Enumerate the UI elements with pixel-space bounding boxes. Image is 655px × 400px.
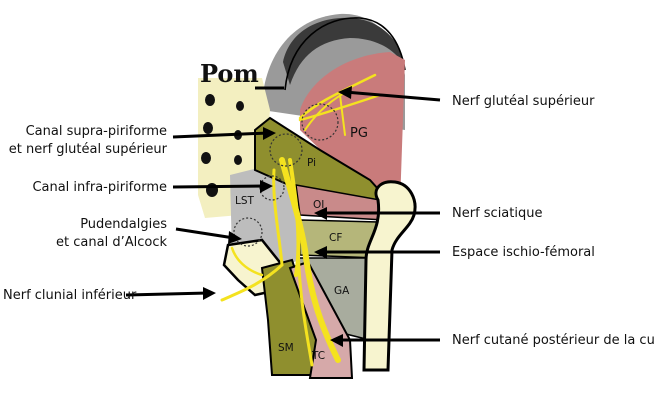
label-nerf-sciatique: Nerf sciatique — [452, 206, 542, 221]
gluteus-region-pg — [300, 52, 405, 205]
iliac-outline — [284, 17, 406, 91]
nerve-paths — [220, 73, 382, 367]
label-pudendalgies-line1: Pudendalgies — [80, 217, 167, 232]
pointer-arrows — [125, 86, 441, 347]
dotted-circles — [233, 103, 339, 247]
label-nerf-gluteal-superieur: Nerf glutéal supérieur — [452, 94, 595, 109]
label-ga: GA — [334, 285, 350, 297]
label-canal-supra-line1: Canal supra-piriforme — [26, 124, 167, 139]
label-nerf-cutane-posterieur: Nerf cutané postérieur de la cuisse — [452, 333, 655, 348]
label-cf: CF — [329, 232, 342, 244]
label-pudendalgies-line2: et canal d’Alcock — [56, 235, 167, 250]
label-tc: TC — [311, 350, 325, 362]
label-nerf-clunial-inferieur: Nerf clunial inférieur — [3, 288, 137, 303]
label-espace-ischio-femoral: Espace ischio-fémoral — [452, 245, 595, 260]
handwritten-annotation: Pom — [200, 59, 259, 88]
label-sm: SM — [278, 342, 294, 354]
label-canal-supra-line2: et nerf glutéal supérieur — [9, 142, 168, 157]
label-pi: Pi — [307, 157, 316, 169]
femur-bone — [362, 180, 417, 372]
label-canal-infra: Canal infra-piriforme — [32, 180, 167, 195]
sacral-foramina — [201, 94, 244, 197]
label-lst: LST — [235, 195, 255, 207]
label-oi: OI — [313, 199, 324, 211]
iliac-dark-cap — [283, 17, 402, 85]
label-pg: PG — [350, 126, 368, 141]
